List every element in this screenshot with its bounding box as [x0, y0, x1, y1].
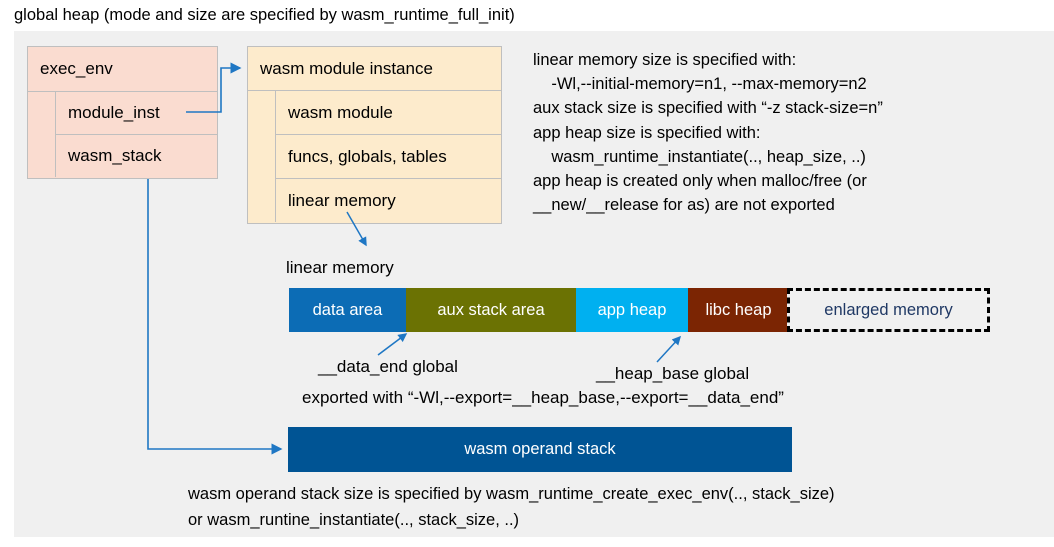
memory-segment-libc-heap: libc heap: [688, 288, 789, 332]
field-linear-memory: linear memory: [288, 190, 396, 210]
memory-segment-data-area: data area: [289, 288, 406, 332]
exec-env-box: exec_env module_inst wasm_stack: [27, 46, 218, 179]
operand-stack-notes: wasm operand stack size is specified by …: [188, 485, 835, 529]
wasm-operand-stack-label: wasm operand stack: [464, 440, 616, 458]
callout-heap-base-global: __heap_base global: [596, 364, 750, 383]
wasm-module-instance-box: wasm module instance wasm module funcs, …: [247, 46, 502, 224]
exec-env-gutter: [28, 92, 56, 177]
field-funcs-globals-tables: funcs, globals, tables: [276, 135, 501, 179]
exec-env-field-list: module_inst wasm_stack: [56, 92, 217, 177]
callout-exported-with: exported with “-Wl,--export=__heap_base,…: [302, 388, 784, 407]
linear-memory-bar-label: linear memory: [286, 258, 394, 277]
wasm-module-instance-body: wasm module funcs, globals, tables linea…: [248, 91, 501, 222]
diagram-title: global heap (mode and size are specified…: [14, 6, 515, 24]
exec-env-field-module-inst: module_inst: [56, 92, 217, 135]
memory-segment-aux-stack-area: aux stack area: [406, 288, 576, 332]
memory-segment-enlarged-memory: enlarged memory: [787, 288, 990, 332]
exec-env-field-wasm-stack: wasm_stack: [68, 146, 162, 165]
wasm-module-instance-header: wasm module instance: [248, 47, 501, 91]
linear-memory-notes: linear memory size is specified with: -W…: [533, 51, 883, 215]
callout-data-end-global: __data_end global: [318, 357, 458, 376]
memory-segment-app-heap: app heap: [576, 288, 688, 332]
field-wasm-module: wasm module: [276, 91, 501, 135]
wasm-module-instance-gutter: [248, 91, 276, 222]
exec-env-body: module_inst wasm_stack: [28, 92, 217, 177]
exec-env-header: exec_env: [28, 47, 217, 92]
wasm-module-instance-field-list: wasm module funcs, globals, tables linea…: [276, 91, 501, 222]
linear-memory-bar: data area aux stack area app heap libc h…: [289, 288, 990, 332]
wasm-operand-stack-bar: wasm operand stack: [288, 427, 792, 472]
